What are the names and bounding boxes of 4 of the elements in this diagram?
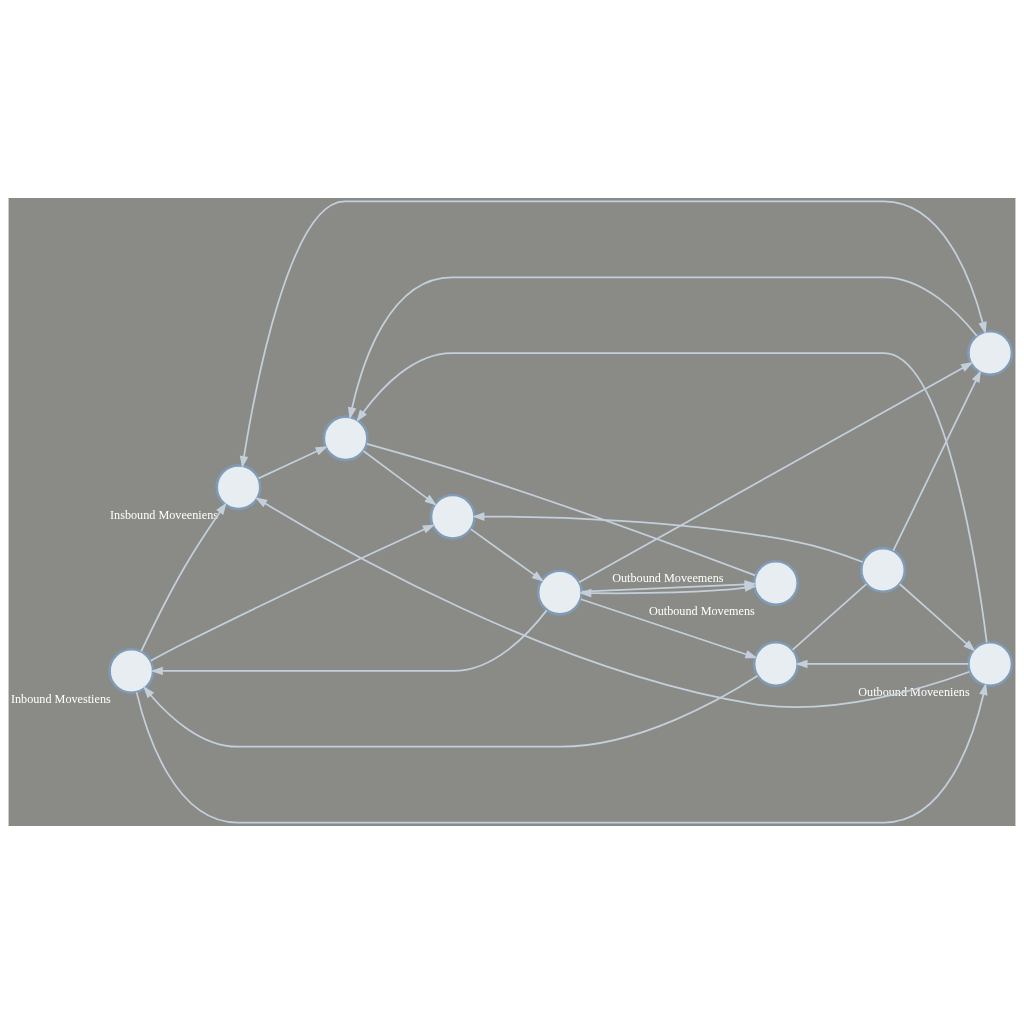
node-label: Insbound Moveeniens <box>110 507 219 522</box>
node-label: Outbound Movemens <box>648 603 755 618</box>
node-label: Inbound Movestiens <box>10 691 111 706</box>
edge-label: Outbound Moveemens <box>612 571 724 586</box>
